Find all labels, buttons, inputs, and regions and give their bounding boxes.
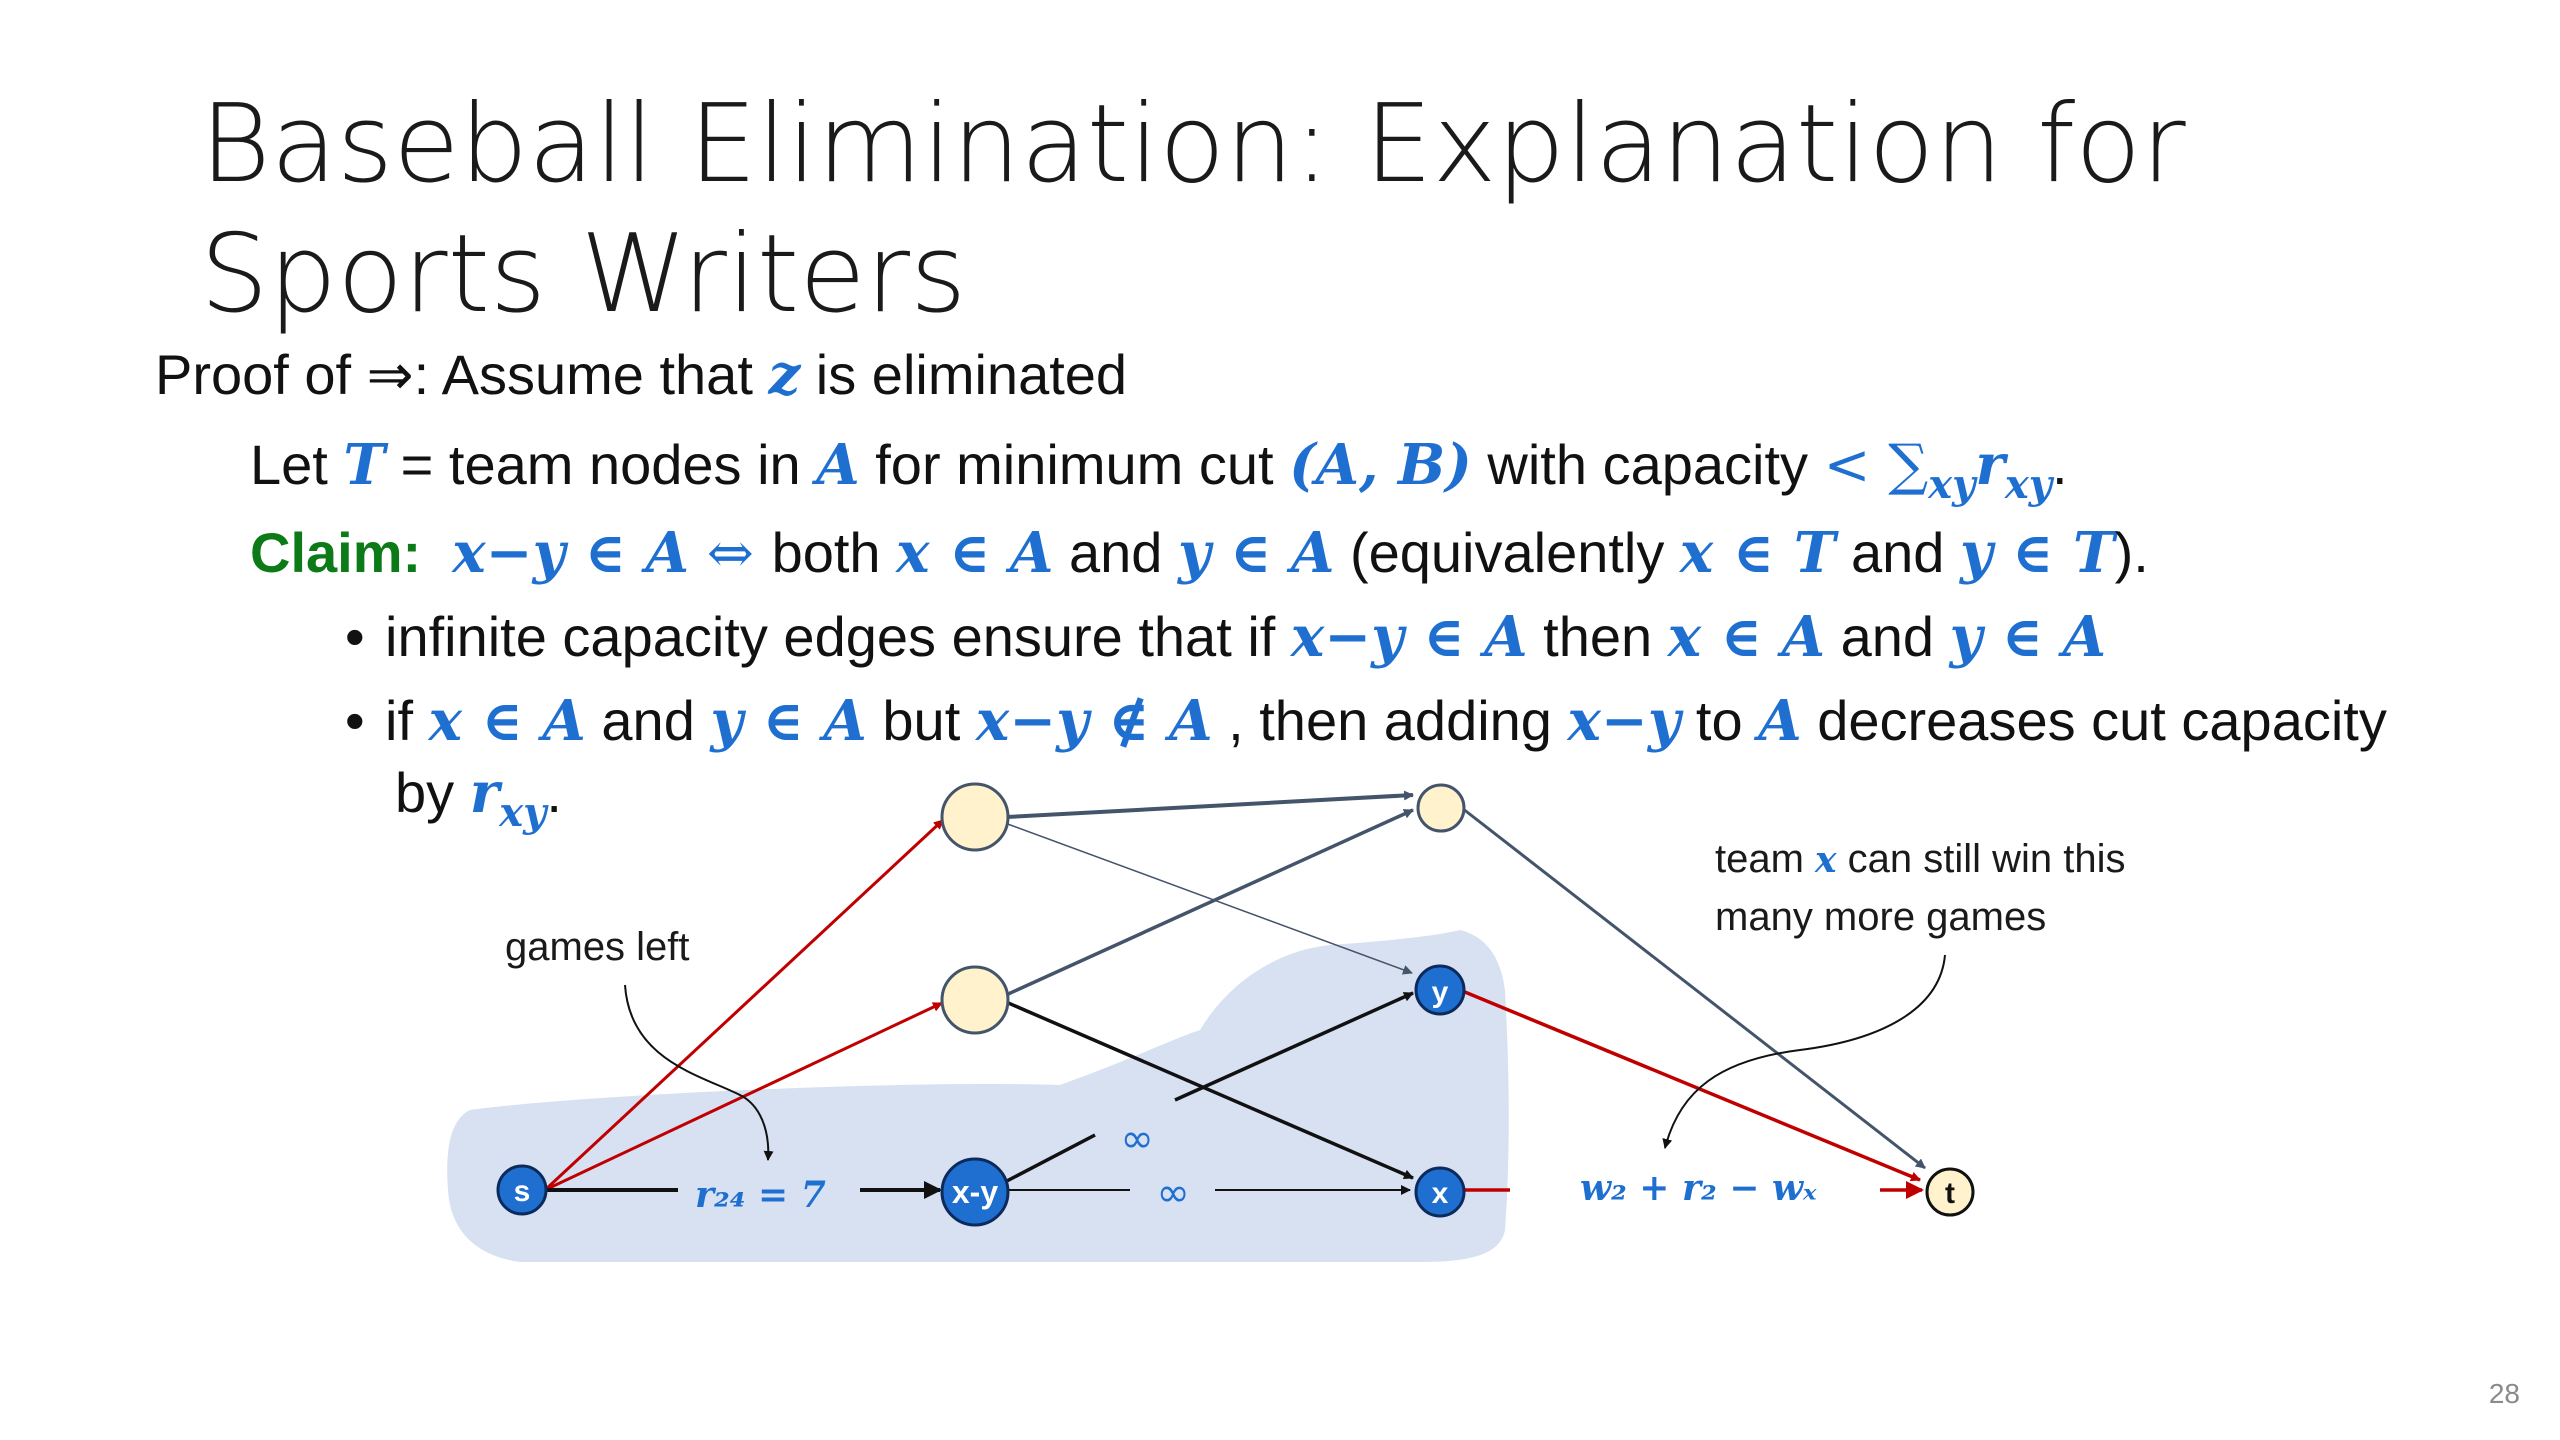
team-node-y-label: y [1432,976,1449,1009]
edge-game-top-to-team-top [1006,790,1414,819]
math-expr: x ∈ A [428,688,586,754]
text: and [1835,521,1960,584]
text: then [1527,605,1668,668]
math-var: x [1814,839,1837,881]
source-node-s [496,1164,548,1216]
edge-y-to-t [1459,988,1921,1182]
proof-line-1: Proof of ⇒: Assume that z is eliminated [155,340,1127,410]
sink-node-t [1925,1167,1975,1217]
text: and [1053,521,1178,584]
math-expr: x ∈ T [1679,520,1836,586]
text: (equivalently [1334,521,1680,584]
bullet-2: • if x ∈ A and y ∈ A but x−y ∉ A , then a… [345,686,2387,756]
text: infinite capacity edges ensure that if [385,605,1291,668]
math-expr: x ∈ A [1667,604,1826,670]
text: Proof of ⇒: Assume that [155,343,769,406]
math-var: (A, B) [1289,432,1472,498]
page-number: 28 [2488,1378,2520,1409]
text: . [2051,433,2068,496]
math-expr: x−y [1567,688,1681,754]
text: . [546,761,562,824]
text: to [1680,689,1759,752]
edge-xy-to-y-infinite-part2 [1174,991,1414,1102]
games-left-pointer [624,984,774,1161]
bullet-dot-icon: • [345,605,365,668]
text: if [385,689,429,752]
math-expr: x ∈ A [896,520,1054,586]
text: with capacity [1471,433,1824,496]
math-var: r [469,760,500,826]
bullet-1: •infinite capacity edges ensure that if … [345,602,2106,672]
math-var: A [816,432,860,498]
bullet-dot-icon: • [345,689,365,752]
text: and [585,689,711,752]
claim-label: Claim: [250,521,422,584]
sink-node-t-label: t [1945,1177,1955,1210]
slide-title: Baseball Elimination: Explanation for Sp… [200,82,2186,337]
team-node-x [1414,1166,1466,1218]
math-expr: y ∈ A [1177,520,1335,586]
team-node-x-label: x [1432,1177,1449,1210]
game-node-xy [940,1157,1010,1227]
infinite-label-upper: ∞ [1120,1116,1153,1162]
claim-line: Claim: x−y ∈ A ⇔ both x ∈ A and y ∈ A (e… [250,518,2149,589]
game-node-mid [940,965,1010,1035]
math-sub: xy [2004,461,2052,508]
text: = team nodes in [385,433,817,496]
text: both [771,521,897,584]
game-node-xy-label: x-y [952,1174,998,1210]
text: ). [2114,521,2149,584]
team-note-pointer [1662,954,1946,1149]
bullet-2-continued: by rxy. [395,758,562,848]
math-expr: y ∈ A [710,688,867,754]
edge-game-mid-to-x [1005,1000,1414,1180]
text: can still win this [1837,837,2126,881]
text: by [395,761,470,824]
math-sub: xy [499,789,547,836]
math-op: ⇔ [689,521,772,586]
edge-team-top-to-t [1457,803,1926,1170]
edge-game-top-to-y [1004,822,1413,975]
math-expr: y ∈ A [1949,604,2107,670]
text: but [866,689,976,752]
math-var: T [343,432,386,498]
source-node-s-label: s [514,1175,531,1208]
math-op: < ∑ [1823,433,1929,498]
math-expr: x−y ∉ A [975,688,1213,754]
capacity-label: r₂₄ = 7 [695,1174,826,1216]
edge-game-mid-to-team-top [1005,808,1414,997]
proof-line-2: Let T = team nodes in A for minimum cut … [250,430,2068,520]
text: is eliminated [800,343,1128,406]
math-sub: xy [1928,461,1976,508]
team-node-y [1414,964,1466,1016]
edge-xy-to-y-infinite [1002,1133,1096,1185]
team-note-line-2: many more games [1715,895,2046,939]
math-expr: y ∈ T [1960,520,2115,586]
team-note-line-1: team x can still win this [1715,837,2126,881]
game-node-top [940,782,1010,852]
math-var: r [1975,432,2005,498]
team-node-top [1416,783,1466,833]
cut-region-a [447,930,1509,1262]
edge-s-to-game-top [543,818,945,1192]
text: Let [250,433,344,496]
math-expr: x−y ∈ A [452,520,690,586]
games-left-label: games left [505,925,690,969]
math-expr: x−y ∈ A [1290,604,1528,670]
math-var: A [1758,688,1802,754]
text: , then adding [1212,689,1568,752]
text: decreases cut capacity [1801,689,2387,752]
text: team [1715,837,1815,881]
text: for minimum cut [859,433,1290,496]
edge-to-t-label: w₂ + r₂ − wₓ [1580,1167,1817,1209]
infinite-label-lower: ∞ [1156,1170,1189,1216]
math-var: z [768,342,801,408]
text: and [1825,605,1950,668]
